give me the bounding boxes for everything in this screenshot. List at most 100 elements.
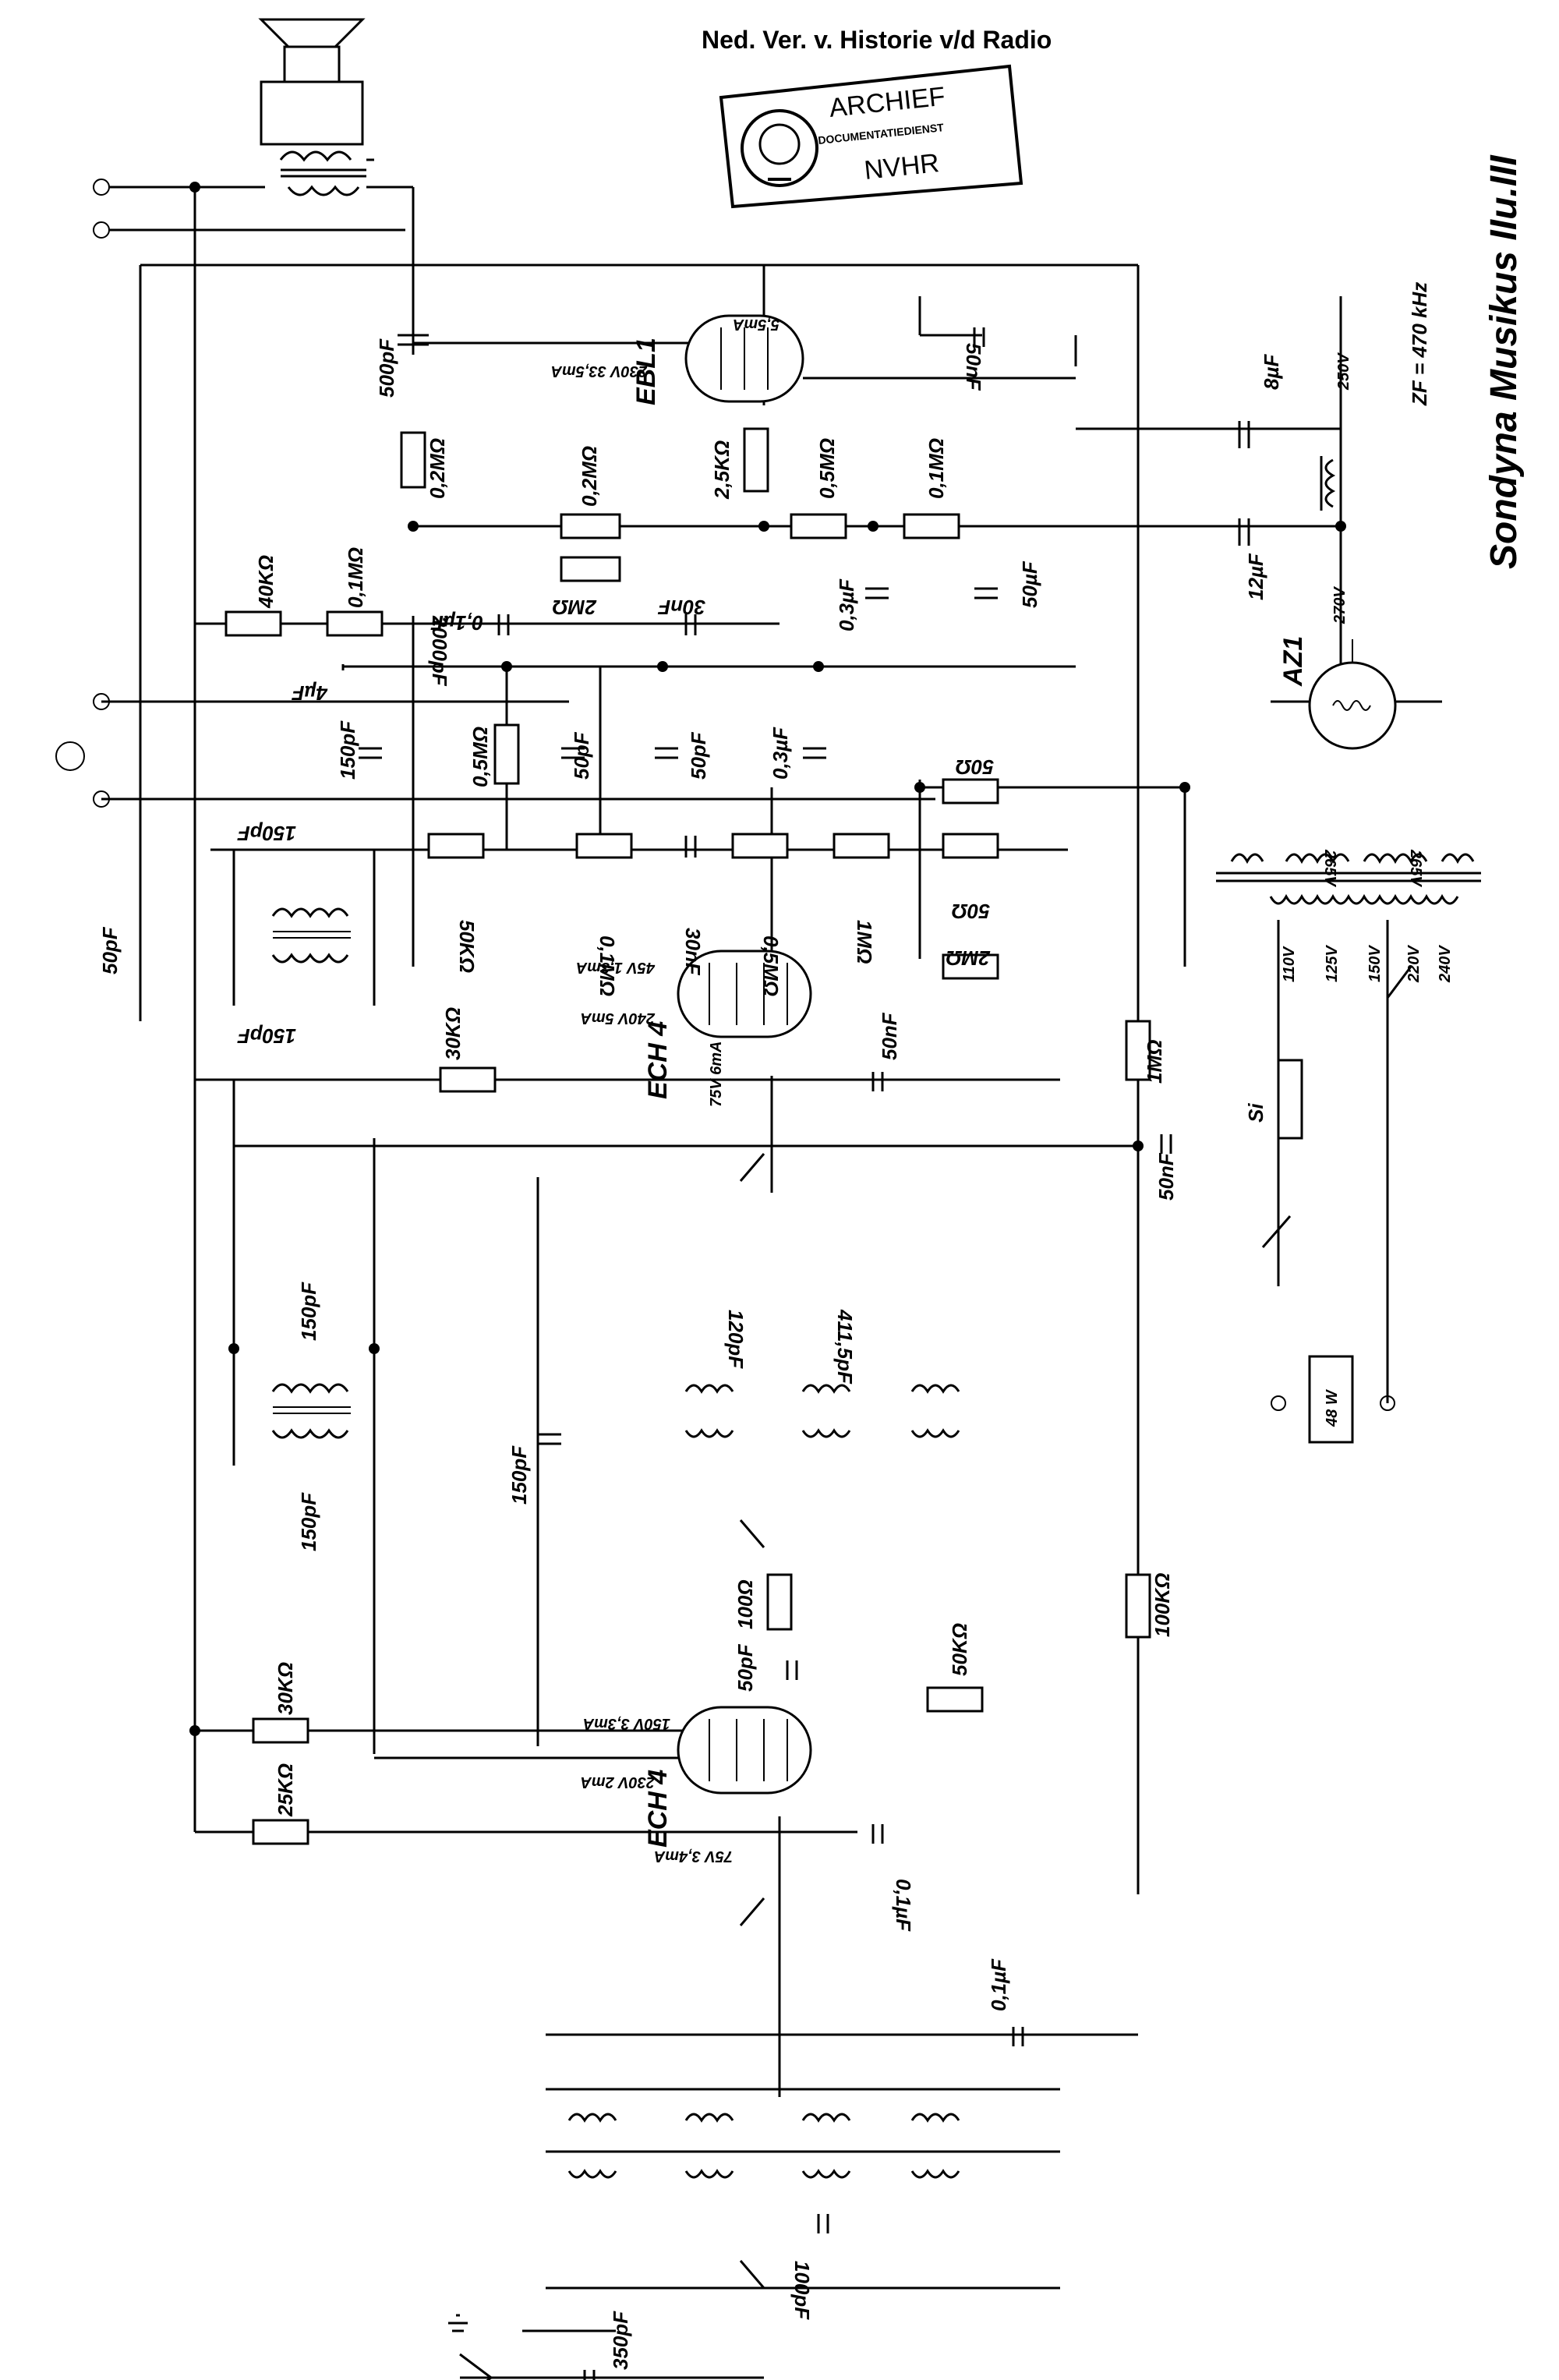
label-r-100k: 100KΩ: [1151, 1573, 1174, 1637]
junction-dots: [189, 182, 1346, 1759]
schematic-title: Sondyna Musikus IIu.III: [1483, 154, 1525, 569]
label-c-8uf: 8µF: [1260, 354, 1283, 390]
label-c-500pf: 500pF: [375, 338, 398, 398]
component-labels: 500pF 50nF 8µF 0,2MΩ 2,5KΩ 0,5MΩ 0,1MΩ 0…: [98, 338, 1283, 2370]
label-r-25k: 2,5KΩ: [710, 440, 734, 500]
wave-switches: [739, 1153, 765, 2289]
supply-label-1: 250V: [1335, 352, 1352, 391]
label-c-01uf-b: 0,1µF: [892, 1879, 915, 1932]
label-c-03uf-b: 0,3µF: [769, 727, 792, 780]
tube-ech4-mixer: [677, 1706, 812, 1795]
label-r-2m-b: 2MΩ: [946, 946, 991, 970]
label-r-05m-a: 0,5MΩ: [815, 438, 839, 499]
resistors: [224, 427, 1151, 1845]
label-r-02m-a: 0,2MΩ: [426, 438, 449, 499]
if-transformer-1: [271, 907, 351, 964]
mains-tap-1: 110V: [1281, 946, 1298, 982]
label-r-30k-a: 30KΩ: [441, 1007, 465, 1060]
power-transformer: [1216, 853, 1481, 905]
label-c-411pf: 411,5pF: [833, 1309, 857, 1385]
label-c-150pf-d: 150pF: [297, 1282, 320, 1341]
rf-input-coils: [567, 2113, 960, 2179]
if-transformer-2: [271, 1383, 351, 1439]
op-ech4-mix-b: 230V 2mA: [580, 1774, 656, 1791]
archive-stamp: ARCHIEF DOCUMENTATIEDIENST NVHR: [719, 64, 1023, 209]
label-c-2000pf: 2000pF: [428, 615, 451, 687]
label-c-50nf-b: 50nF: [878, 1012, 901, 1060]
loudspeaker: [258, 18, 366, 146]
label-c-30nf-a: 30nF: [657, 596, 705, 619]
capacitors: [341, 327, 1250, 2380]
mains-tap-3: 150V: [1366, 945, 1384, 982]
label-c-50uf: 50µF: [1018, 561, 1041, 608]
mains-tap-2: 125V: [1324, 945, 1341, 982]
label-c-120pf: 120pF: [724, 1310, 748, 1369]
label-r-05m-c: 0,5MΩ: [759, 935, 783, 996]
label-r-50k-b: 50KΩ: [948, 1623, 971, 1676]
fuse-label: Si: [1244, 1103, 1267, 1123]
supply-label-3: 265V: [1321, 849, 1338, 887]
label-r-01m-c: 0,1MΩ: [596, 935, 619, 996]
header-text: Ned. Ver. v. Historie v/d Radio: [702, 26, 1052, 54]
op-ech4-if-a: 45V 1,3mA: [576, 959, 656, 976]
label-r-05m-b: 0,5MΩ: [468, 727, 492, 787]
wiring: [93, 179, 1481, 2379]
label-c-01uf-a: 0,1µF: [430, 611, 483, 635]
label-c-50pf-left: 50pF: [98, 926, 122, 974]
mains-tap-4: 220V: [1405, 945, 1423, 983]
supply-label-2: 270V: [1331, 586, 1349, 624]
label-r-40k: 40KΩ: [254, 555, 278, 609]
tube-label-ebl1: EBL1: [631, 338, 661, 405]
tube-label-ech4-if: ECH 4: [643, 1021, 673, 1099]
filter-choke: [1320, 456, 1336, 511]
mains-tap-5: 240V: [1437, 945, 1454, 983]
label-c-03uf-a: 0,3µF: [835, 578, 858, 631]
tube-ebl1: [684, 314, 804, 403]
label-r-50k: 50KΩ: [455, 920, 479, 973]
label-c-150pf-e: 150pF: [297, 1492, 320, 1551]
label-c-50nf-top: 50nF: [962, 343, 985, 391]
label-c-50pf-a: 50pF: [570, 731, 593, 780]
power-rating: 48 W: [1324, 1388, 1341, 1427]
tube-label-az1: AZ1: [1278, 636, 1308, 687]
mains-section: [1261, 966, 1412, 1444]
output-transformer: [279, 150, 374, 196]
label-r-50-b: 50Ω: [952, 900, 990, 923]
label-c-50pf-c: 50pF: [734, 1643, 757, 1692]
pickup-input: [55, 693, 110, 808]
label-r-100: 100Ω: [734, 1579, 757, 1629]
label-r-1m-a: 1MΩ: [853, 920, 876, 964]
label-c-150pf-b: 150pF: [237, 822, 296, 845]
label-c-150pf-c: 150pF: [237, 1024, 296, 1048]
op-ebl1-a: 5,5mA: [733, 316, 780, 333]
op-ech4-if-c: 75V 6mA: [708, 1041, 725, 1108]
oscillator-coils: [684, 1384, 960, 1438]
label-c-01uf-c: 0,1µF: [987, 1958, 1010, 2011]
label-r-01m-a: 0,1MΩ: [924, 438, 948, 499]
op-ech4-mix-c: 75V 3,4mA: [654, 1848, 733, 1865]
label-c-100pf: 100pF: [790, 2261, 814, 2320]
supply-label-4: 265V: [1407, 849, 1424, 887]
if-frequency-label: ZF = 470 kHz: [1408, 282, 1431, 406]
label-r-50-a: 50Ω: [956, 755, 994, 779]
tube-label-ech4-mixer: ECH 4: [643, 1770, 673, 1848]
label-c-30nf-b: 30nF: [681, 928, 705, 976]
label-r-30k-b: 30KΩ: [274, 1662, 297, 1715]
label-r-1m-b: 1MΩ: [1143, 1040, 1166, 1084]
op-ech4-if-b: 240V 5mA: [580, 1010, 656, 1027]
label-r-25k-b: 25KΩ: [274, 1763, 297, 1817]
antenna-earth: [448, 2314, 492, 2380]
label-c-50nf-c: 50nF: [1154, 1152, 1178, 1201]
label-c-12uf: 12µF: [1244, 553, 1267, 600]
tube-ech4-if: [677, 950, 812, 1038]
label-c-50pf-b: 50pF: [687, 731, 710, 780]
label-c-4uf: 4µF: [292, 681, 328, 705]
tube-az1: [1308, 639, 1397, 750]
label-r-01m-b: 0,1MΩ: [344, 547, 367, 608]
op-ech4-mix-a: 150V 3,3mA: [583, 1715, 670, 1732]
label-c-150pf-f: 150pF: [507, 1445, 531, 1505]
label-c-150pf-a: 150pF: [336, 720, 359, 780]
label-c-350pf: 350pF: [609, 2311, 632, 2370]
op-ebl1-b: 230V 33,5mA: [551, 362, 648, 380]
